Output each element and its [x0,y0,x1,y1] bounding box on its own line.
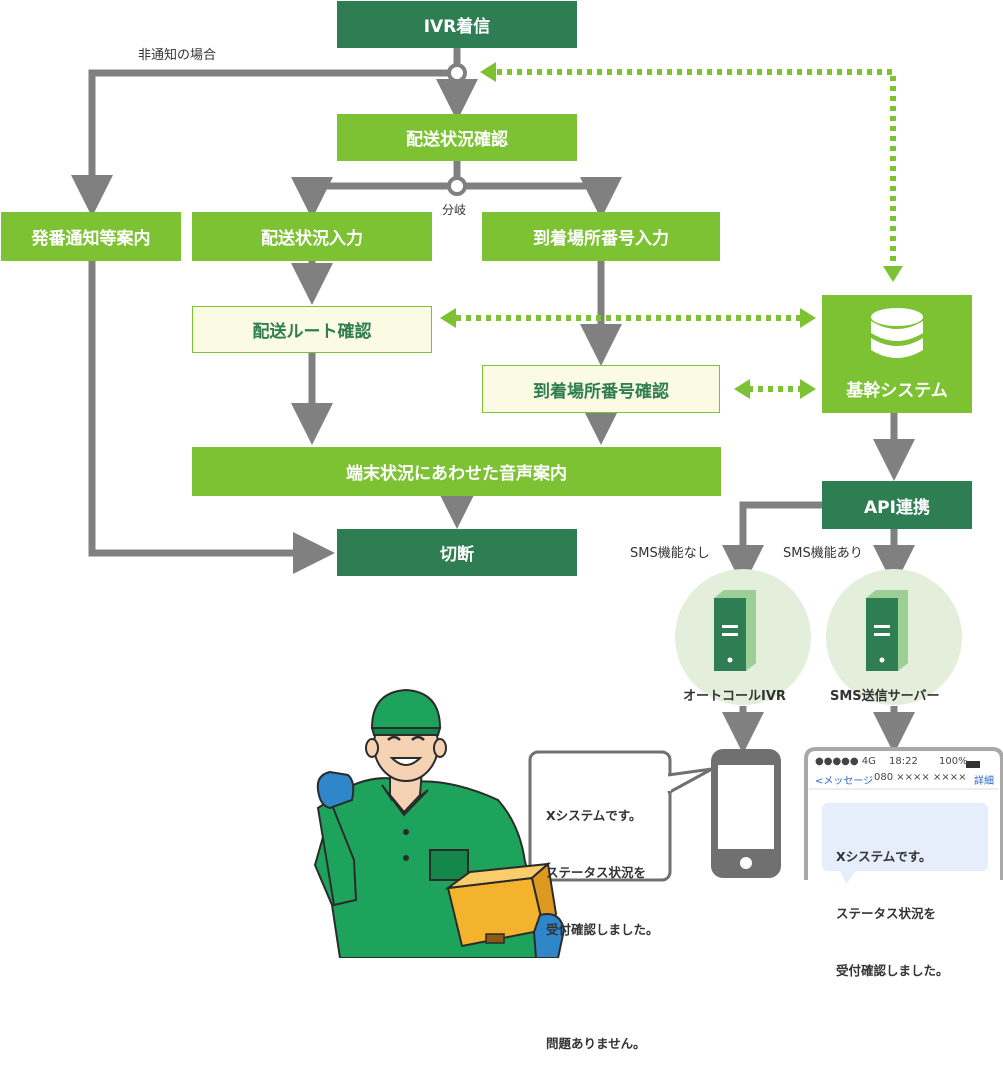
database-icon [871,308,923,358]
label-branch: 分岐 [442,203,467,217]
label-hidden-number: 非通知の場合 [138,48,217,63]
sms-status-battery: 100% [939,756,968,767]
sms-detail-link[interactable]: 詳細 [974,776,994,787]
arrow-api-to-autocall [722,501,822,587]
server-icon [714,590,756,671]
sms-phone-frame [804,747,1003,884]
sms-message-line: Xシステムです。 [836,849,932,864]
bubble-line: 問題ありません。 [546,1036,646,1051]
node-disconnect: 切断 [337,529,577,576]
connector-layer [71,48,1003,958]
bubble-line: 受付確認しました。 [546,922,659,937]
bubble-line: Xシステムです。 [546,808,642,823]
node-delivery-route-check: 配送ルート確認 [192,306,432,353]
node-ivr-incoming: IVR着信 [337,1,577,48]
node-arrival-number-check: 到着場所番号確認 [482,365,720,413]
speech-bubble [528,750,714,882]
dotted-arrowhead-route-left [440,308,456,328]
node-api-link: API連携 [822,481,972,529]
dotted-arrowhead-arrival-left [734,379,750,399]
arrow-branch-left [291,177,449,219]
sms-message-line: 受付確認しました。 [836,963,949,978]
bubble-message: Xシステムです。 ステータス状況を 受付確認しました。 問題ありません。 [546,768,659,1072]
sms-message: Xシステムです。 ステータス状況を 受付確認しました。 [836,809,949,999]
node-core-system: 基幹システム [822,295,972,413]
delivery-worker-illustration [313,688,566,958]
label-sms-available: SMS機能あり [783,546,863,561]
bubble-line [546,977,659,996]
label-sms-server: SMS送信サーバー [830,689,940,704]
node-delivery-status-check: 配送状況確認 [337,114,577,161]
sms-status-signal: ●●●●● 4G [815,756,876,767]
node-delivery-status-input: 配送状況入力 [192,212,432,261]
smartphone-icon [711,749,781,878]
dotted-arrowhead-route-right [800,308,816,328]
dotted-arrowhead-arrival-right [800,379,816,399]
arrow-branch-right [465,177,622,219]
sms-status-time: 18:22 [889,756,918,767]
dotted-arrowhead-core-top [883,266,903,282]
dotted-link-core-to-ivr [497,69,896,268]
arrow-notice-to-disconnect [88,261,335,574]
core-system-label: 基幹システム [846,381,948,401]
bubble-line: ステータス状況を [546,865,647,880]
node-terminal-voice-guide: 端末状況にあわせた音声案内 [192,447,721,496]
arrow-hidden-number-route [71,69,449,217]
sms-message-line: ステータス状況を [836,906,937,921]
node-number-notice-guide: 発番通知等案内 [1,212,181,261]
label-auto-call-ivr: オートコールIVR [683,689,786,704]
sms-sender-number: 080 ×××× ×××× [874,772,967,783]
junction-node-top [447,63,467,83]
server-icon [866,590,908,671]
label-sms-none: SMS機能なし [630,546,710,561]
dotted-arrowhead-ivr [480,62,496,82]
sms-back-link[interactable]: <メッセージ [815,776,874,787]
junction-node-branch [447,176,467,196]
node-arrival-number-input: 到着場所番号入力 [482,212,720,261]
